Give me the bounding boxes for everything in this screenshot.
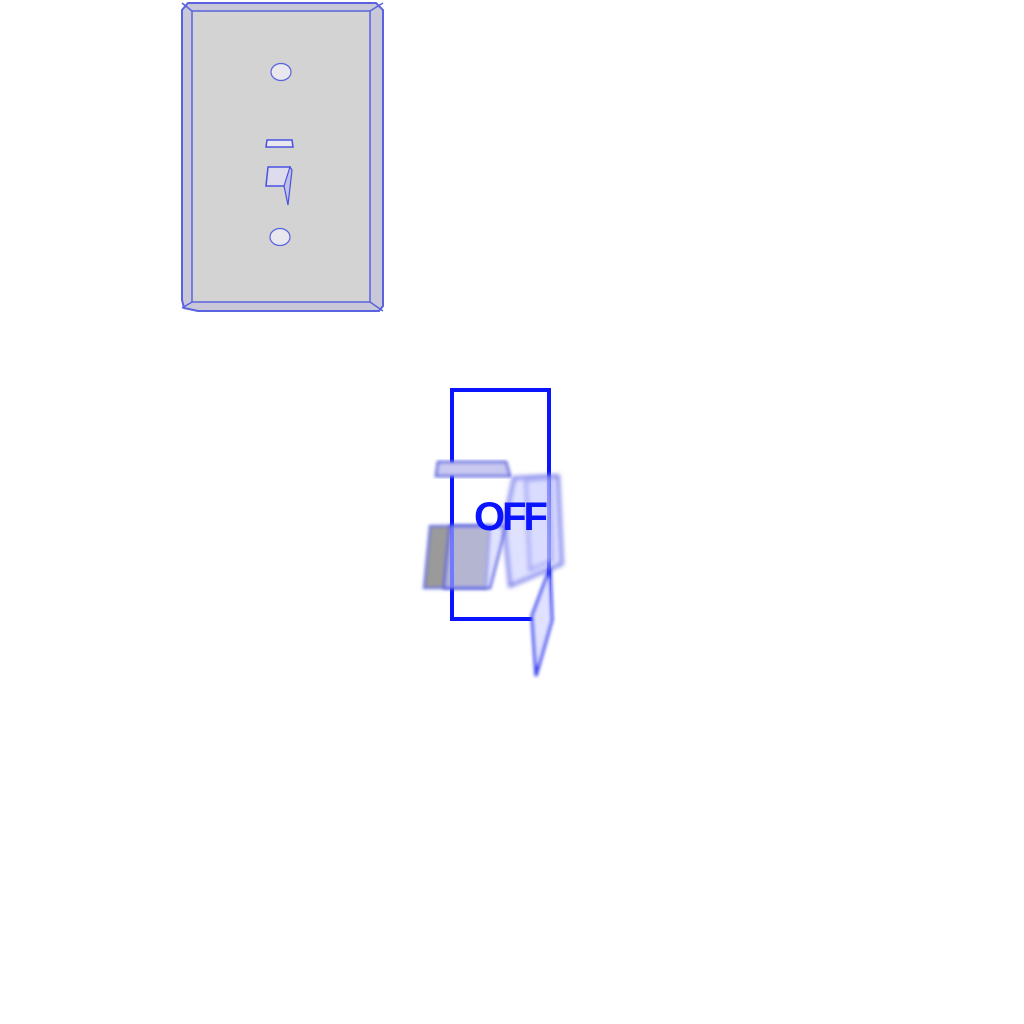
toggle-zoom[interactable]: OFF: [418, 384, 578, 684]
bevel-line: [369, 2, 384, 12]
bevel-line: [181, 2, 193, 12]
plate-face: [191, 10, 371, 303]
bevel-line: [369, 301, 384, 312]
switch-state-label: OFF: [474, 495, 547, 539]
toggle-lever-side: [283, 165, 293, 206]
toggle-slot: [434, 460, 512, 478]
screw-icon: [270, 62, 292, 82]
bevel-line: [181, 301, 193, 309]
screw-icon: [269, 227, 291, 247]
lever-motion-blur: [524, 476, 554, 572]
switch-plate-icon[interactable]: [180, 0, 386, 316]
toggle-lever-icon[interactable]: [442, 524, 508, 590]
toggle-lever-tip: [530, 567, 554, 677]
toggle-slot: [265, 139, 294, 148]
